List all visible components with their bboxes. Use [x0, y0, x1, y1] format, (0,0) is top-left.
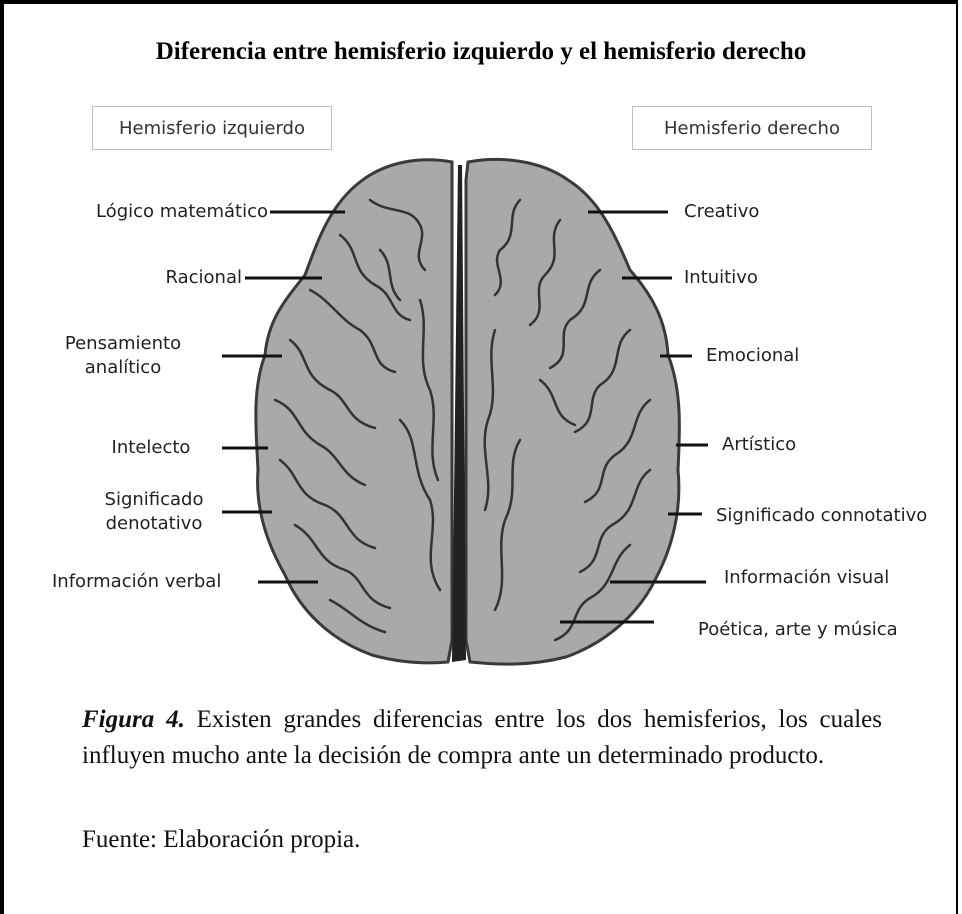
label-pensamiento-analitico: Pensamiento analítico	[60, 332, 186, 380]
label-denotativo: denotativo	[96, 512, 212, 536]
label-emocional: Emocional	[706, 344, 799, 368]
figure-caption: Figura 4. Existen grandes diferencias en…	[82, 702, 882, 774]
label-informacion-visual: Información visual	[724, 566, 889, 590]
label-significado-denotativo: Significado denotativo	[96, 488, 212, 536]
label-artistico: Artístico	[722, 433, 796, 457]
label-significado-connotativo: Significado connotativo	[716, 504, 956, 528]
label-analitico: analítico	[60, 356, 186, 380]
label-racional: Racional	[40, 266, 242, 290]
right-hemisphere-shape	[466, 159, 679, 664]
longitudinal-fissure	[452, 165, 466, 662]
label-informacion-verbal: Información verbal	[52, 570, 221, 594]
label-intelecto: Intelecto	[96, 436, 206, 460]
label-poetica-arte-musica: Poética, arte y música	[698, 618, 898, 642]
label-creativo: Creativo	[684, 200, 759, 224]
label-intuitivo: Intuitivo	[684, 266, 758, 290]
label-logico-matematico: Lógico matemático	[40, 200, 268, 224]
label-pensamiento: Pensamiento	[60, 332, 186, 356]
figure-source: Fuente: Elaboración propia.	[82, 826, 360, 854]
figure-number: Figura 4.	[82, 706, 185, 733]
caption-text: Existen grandes diferencias entre los do…	[82, 706, 882, 769]
label-significado: Significado	[96, 488, 212, 512]
